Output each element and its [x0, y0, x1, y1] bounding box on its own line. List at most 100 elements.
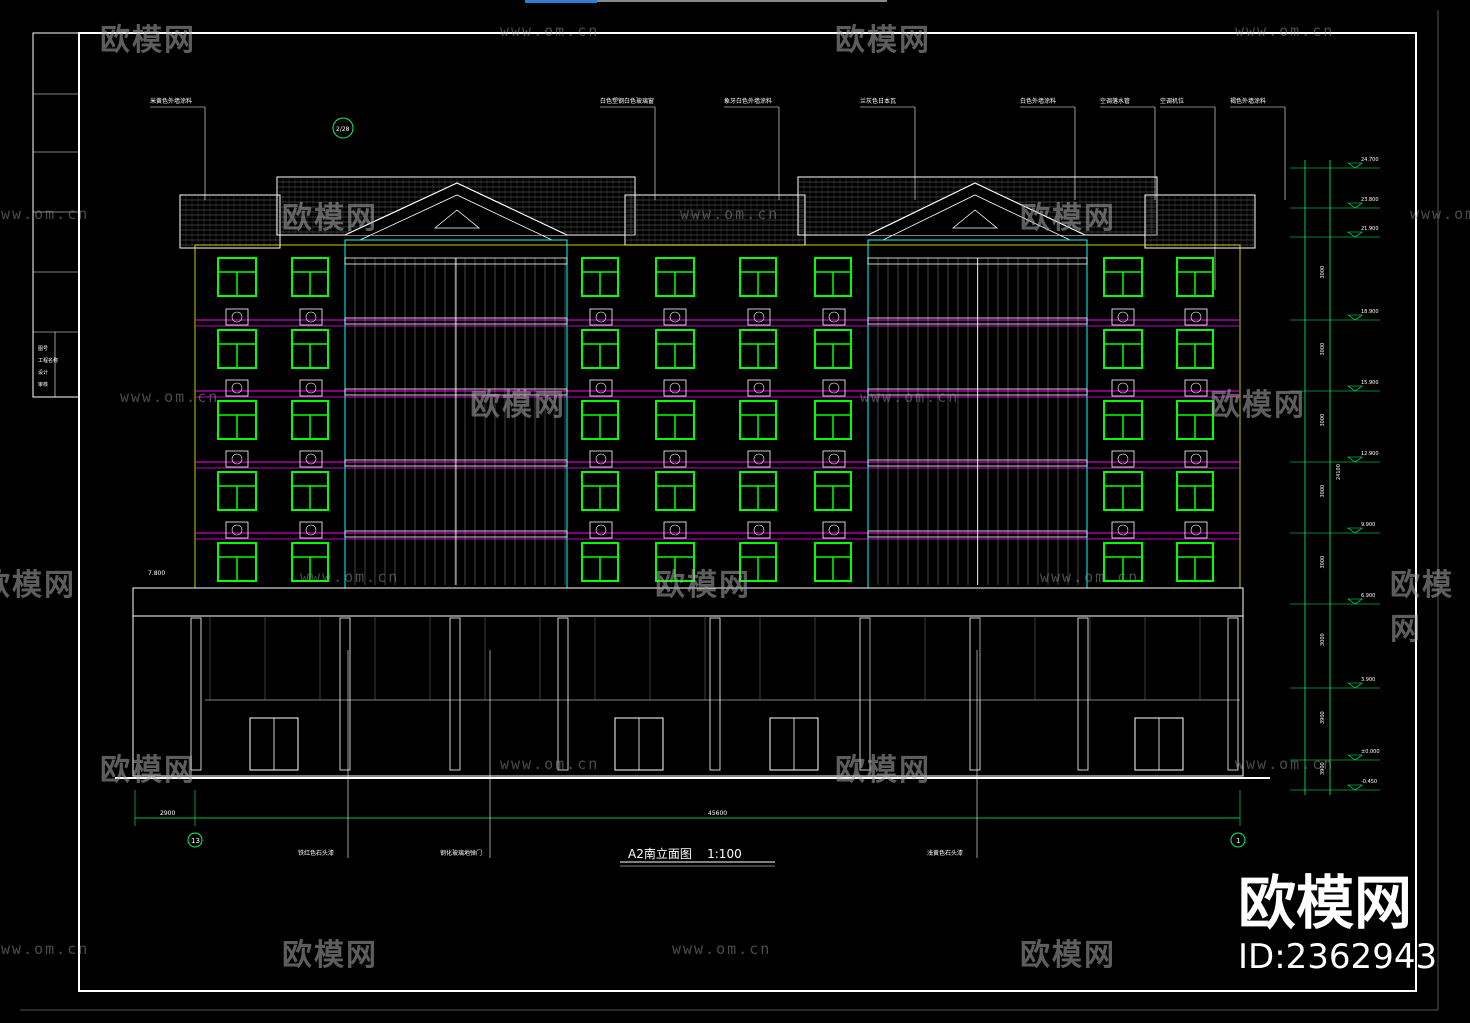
elevation-value: 3.900 [1361, 677, 1375, 683]
title-block-box [32, 32, 80, 398]
facade-outline [194, 244, 1241, 589]
floor-height: 3000 [1320, 485, 1326, 498]
gable [344, 182, 568, 236]
floor-height: 3900 [1320, 762, 1326, 775]
watermark-logo: 欧模网 [100, 23, 196, 58]
balcony-slab [344, 388, 568, 396]
grid-ref-label: 2/28 [336, 126, 350, 133]
podium-column [449, 617, 461, 771]
balcony-slab [867, 459, 1088, 467]
ac-unit [589, 308, 613, 326]
floor-height: 3000 [1320, 343, 1326, 356]
podium-column [339, 617, 351, 771]
ac-fan [669, 453, 681, 465]
roof-flank-left [179, 194, 281, 249]
gable-vent [433, 209, 481, 229]
ac-fan [828, 453, 840, 465]
grid-ref-bubble [332, 117, 354, 139]
elevation-marker [1347, 598, 1363, 605]
elevation-value: 24.700 [1361, 157, 1379, 163]
drawing-title-scale: 1:100 [707, 847, 742, 861]
ac-unit [1111, 450, 1135, 468]
watermark-logo: 欧模网 [1210, 388, 1306, 423]
ac-fan [1190, 524, 1202, 536]
ac-unit [589, 450, 613, 468]
ac-unit [225, 450, 249, 468]
watermark-logo: 欧模网 [1020, 201, 1116, 236]
drawing-title: A2南立面图 1:100 [628, 845, 742, 862]
axis-label-right: 1 [1236, 837, 1240, 845]
annotation-top: 米黄色外墙涂料 [150, 97, 192, 105]
ac-fan [305, 453, 317, 465]
ac-unit [747, 521, 771, 539]
podium-column [557, 617, 569, 771]
podium-storefront [132, 615, 1244, 777]
ac-fan [1190, 311, 1202, 323]
title-block-label: 审核 [38, 381, 48, 388]
dim-total-width: 45600 [708, 810, 727, 817]
ac-unit [663, 379, 687, 397]
ac-unit [299, 521, 323, 539]
ac-unit [663, 450, 687, 468]
watermark-logo: 欧模网 [1390, 568, 1454, 647]
ac-fan [595, 524, 607, 536]
podium-column [1077, 617, 1089, 771]
watermark-url: www.om.cn [300, 568, 400, 586]
annotation-top: 空调落水管 [1100, 97, 1130, 105]
ac-unit [1184, 308, 1208, 326]
ac-unit [822, 308, 846, 326]
annotation-labels: 米黄色外墙涂料白色塑钢白色玻璃窗象牙白色外墙涂料兰灰色日本瓦白色外墙涂料空调落水… [150, 97, 1286, 867]
ac-fan [1117, 311, 1129, 323]
elevation-marker [1347, 456, 1363, 463]
elevation-marker [1347, 231, 1363, 238]
watermark-url: www.om.cn [120, 388, 220, 406]
watermark-url: www.om.cn [0, 205, 90, 223]
ac-unit [225, 308, 249, 326]
floor-height: 3000 [1320, 633, 1326, 646]
ac-fan [595, 453, 607, 465]
watermark-logo: 欧模网 [655, 568, 751, 603]
building-elevation [115, 176, 1270, 779]
elevation-marker [1347, 754, 1363, 761]
ac-unit [1184, 521, 1208, 539]
ac-fan [1190, 453, 1202, 465]
axis-bubble-right [1230, 832, 1246, 848]
gable-inner [882, 194, 1071, 241]
watermark-url: www.om.cn [680, 205, 780, 223]
balcony-slab [344, 530, 568, 538]
watermark-url: www.om.cn [0, 940, 90, 958]
axis-bubble-left [187, 832, 203, 848]
elevation-marker [1347, 682, 1363, 689]
elevation-marker [1347, 314, 1363, 321]
watermark-logo: 欧模网 [282, 938, 378, 973]
ac-fan [828, 524, 840, 536]
title-block-label: 图号 [38, 346, 48, 352]
watermark-logo: 欧模网 [100, 753, 196, 788]
watermark-url: www.om.cn [1235, 755, 1335, 773]
balcony-slab [867, 530, 1088, 538]
elevation-marker [1347, 784, 1363, 791]
ac-fan [231, 524, 243, 536]
overall-height: 24100 [1336, 464, 1342, 480]
ac-fan [669, 382, 681, 394]
watermark-url: www.om.cn [1410, 205, 1470, 223]
ac-unit [822, 450, 846, 468]
elevation-value: -0.450 [1361, 779, 1377, 785]
podium-column [190, 617, 202, 771]
watermark-logo: 欧模网 [1020, 938, 1116, 973]
ac-fan [753, 453, 765, 465]
floor-height: 3000 [1320, 414, 1326, 427]
ac-fan [305, 311, 317, 323]
ac-fan [231, 311, 243, 323]
ac-unit [1184, 379, 1208, 397]
ac-fan [669, 311, 681, 323]
podium-column [969, 617, 981, 771]
ac-fan [231, 382, 243, 394]
ac-unit [589, 521, 613, 539]
elevation-value: 18.900 [1361, 309, 1379, 315]
floor-height: 3000 [1320, 266, 1326, 279]
gable-inner [359, 194, 553, 241]
outer-frame [78, 32, 1417, 992]
